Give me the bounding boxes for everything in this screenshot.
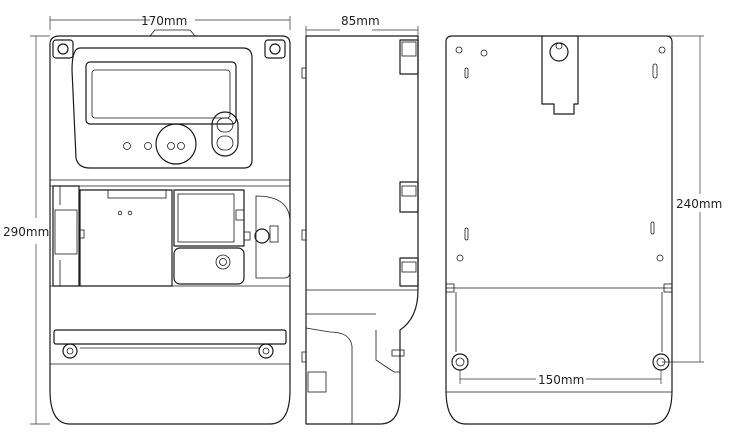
- front-height-label: 290mm: [3, 225, 49, 239]
- back-vertical-label: 240mm: [676, 197, 722, 211]
- back-horizontal-label: 150mm: [538, 373, 584, 387]
- back-view: [445, 35, 673, 425]
- side-view: [301, 35, 419, 425]
- back-dimensions: 240mm 150mm: [459, 35, 722, 387]
- front-width-label: 170mm: [141, 14, 187, 28]
- side-depth-label: 85mm: [341, 14, 380, 28]
- side-dimensions: 85mm: [305, 14, 419, 36]
- front-dimensions: 170mm 290mm: [3, 14, 291, 425]
- front-view: [49, 29, 291, 425]
